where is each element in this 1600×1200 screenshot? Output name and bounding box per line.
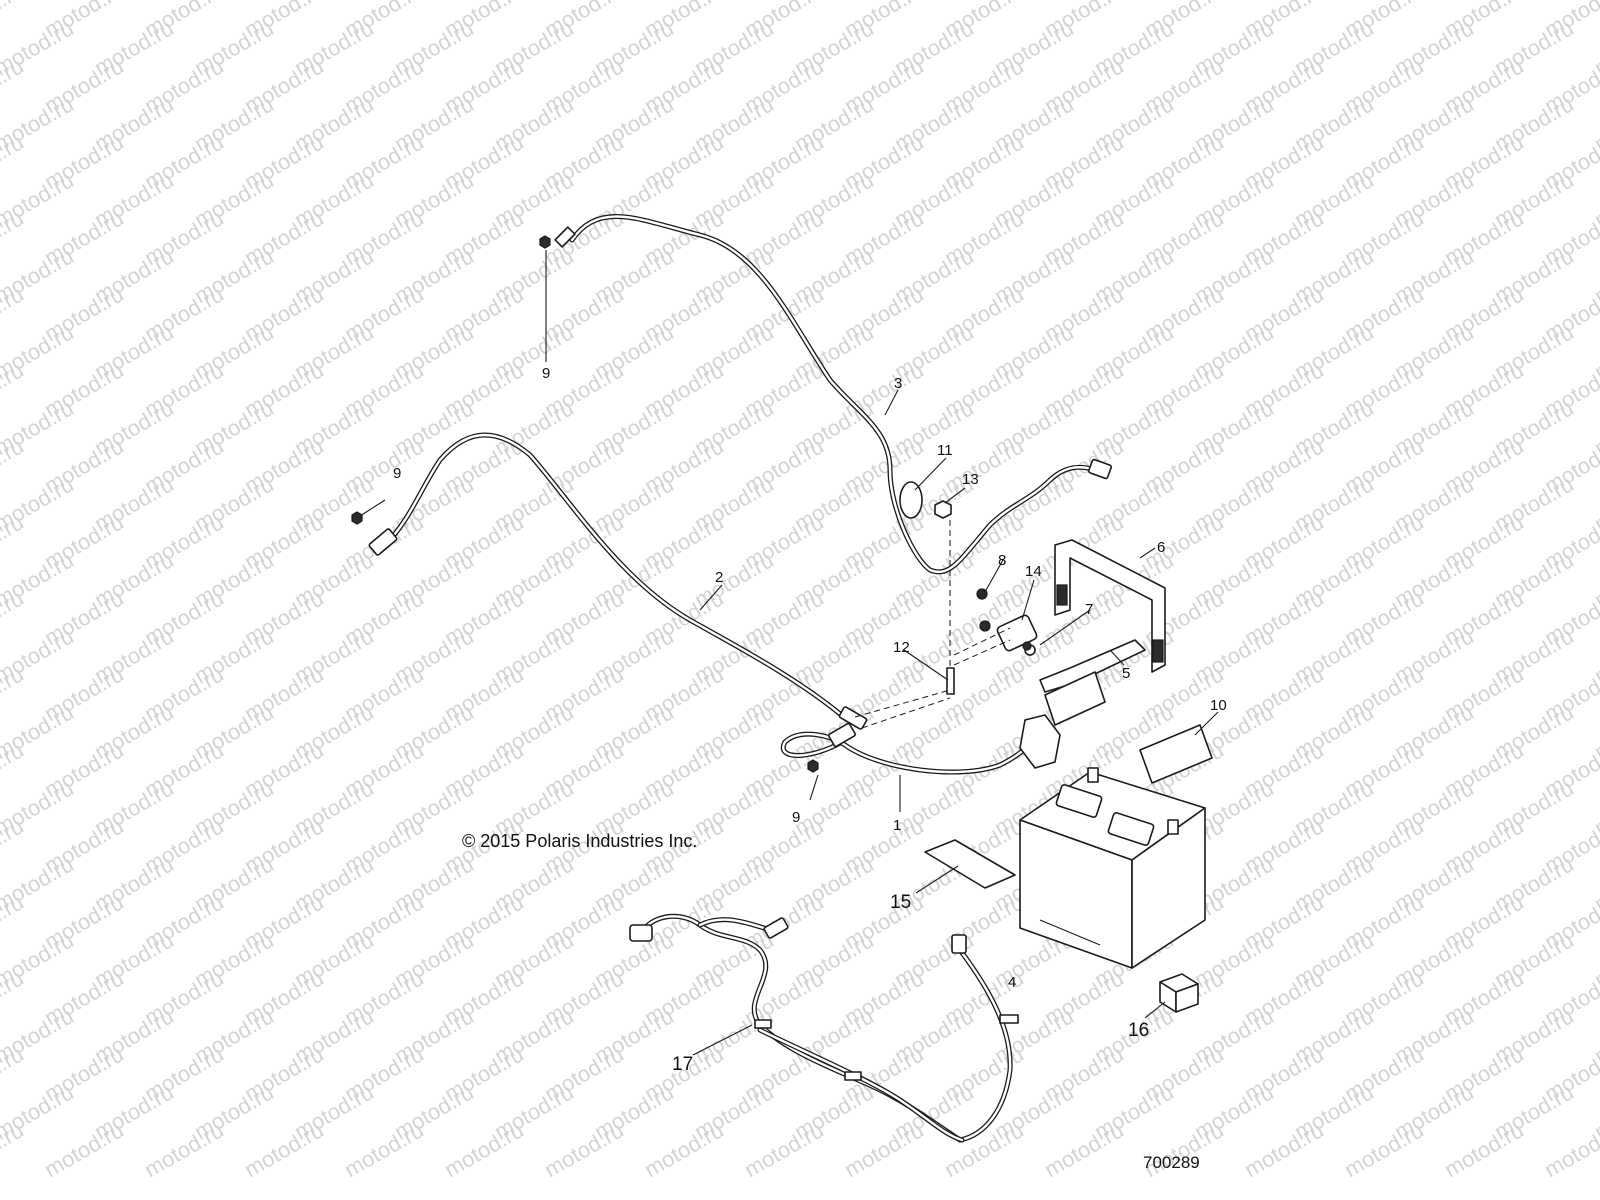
watermark-text: motod.ru bbox=[1540, 1117, 1600, 1182]
watermark-text: motod.ru bbox=[40, 1117, 128, 1182]
callout-10: 10 bbox=[1210, 697, 1227, 714]
bolt-8 bbox=[976, 588, 991, 632]
label-15 bbox=[924, 839, 1016, 889]
watermark-text: motod.ru bbox=[540, 1117, 628, 1182]
nuts-9 bbox=[351, 235, 819, 773]
callout-6: 6 bbox=[1157, 539, 1165, 556]
stud-12 bbox=[854, 520, 1011, 729]
callout-5: 5 bbox=[1122, 665, 1130, 682]
watermark-text: motod.ru bbox=[840, 1117, 928, 1182]
watermark-text: motod.ru bbox=[140, 1117, 228, 1182]
callout-8: 8 bbox=[998, 552, 1006, 569]
watermark-text: motod.ru bbox=[1040, 1117, 1128, 1182]
callout-3: 3 bbox=[894, 375, 902, 392]
watermark-text: motod.ru bbox=[1240, 1117, 1328, 1182]
callout-11: 11 bbox=[937, 442, 953, 459]
callout-2: 2 bbox=[715, 569, 723, 586]
label-10 bbox=[1139, 724, 1213, 784]
callout-16: 16 bbox=[1128, 1020, 1149, 1041]
cable-3 bbox=[554, 214, 1113, 575]
watermark-text: motod.ru bbox=[0, 0, 28, 42]
watermark-text: motod.ru bbox=[1440, 1117, 1528, 1182]
label-decal-left bbox=[1044, 671, 1106, 726]
callout-14: 14 bbox=[1025, 563, 1042, 580]
nut-13 bbox=[934, 500, 952, 519]
cable-2 bbox=[368, 432, 868, 730]
callout-7: 7 bbox=[1085, 601, 1093, 618]
watermark-text: motod.ru bbox=[640, 1117, 728, 1182]
callouts: 1 2 3 4 5 6 7 8 9 9 9 10 11 12 13 14 15 … bbox=[393, 365, 1227, 1075]
watermark-text: motod.ru bbox=[440, 1117, 528, 1182]
watermark-text: motod.ru bbox=[1140, 1117, 1228, 1182]
hold-down-6 bbox=[1054, 539, 1166, 673]
callout-1: 1 bbox=[893, 817, 901, 834]
watermark-text: motod.ru bbox=[340, 1117, 428, 1182]
leader-lines bbox=[359, 250, 1219, 1056]
harness-17 bbox=[629, 913, 1019, 1143]
figure-id: 700289 bbox=[1143, 1153, 1200, 1172]
callout-9-top: 9 bbox=[542, 365, 550, 382]
bolt-7 bbox=[1022, 641, 1032, 651]
fuse-16 bbox=[1159, 973, 1199, 1013]
callout-9-bottom: 9 bbox=[792, 809, 800, 826]
callout-15: 15 bbox=[890, 892, 911, 913]
watermark-text: motod.ru bbox=[740, 1117, 828, 1182]
callout-12: 12 bbox=[893, 639, 910, 656]
copyright-notice: © 2015 Polaris Industries Inc. bbox=[462, 831, 697, 851]
watermark-text: motod.ru bbox=[1340, 1117, 1428, 1182]
callout-9-left: 9 bbox=[393, 465, 401, 482]
watermark-text: motod.ru bbox=[240, 1117, 328, 1182]
battery-4 bbox=[1019, 767, 1206, 969]
callout-13: 13 bbox=[962, 471, 979, 488]
bracket-5 bbox=[1039, 639, 1146, 693]
cable-1 bbox=[780, 714, 1061, 775]
callout-4: 4 bbox=[1008, 974, 1016, 991]
callout-17: 17 bbox=[672, 1054, 693, 1075]
